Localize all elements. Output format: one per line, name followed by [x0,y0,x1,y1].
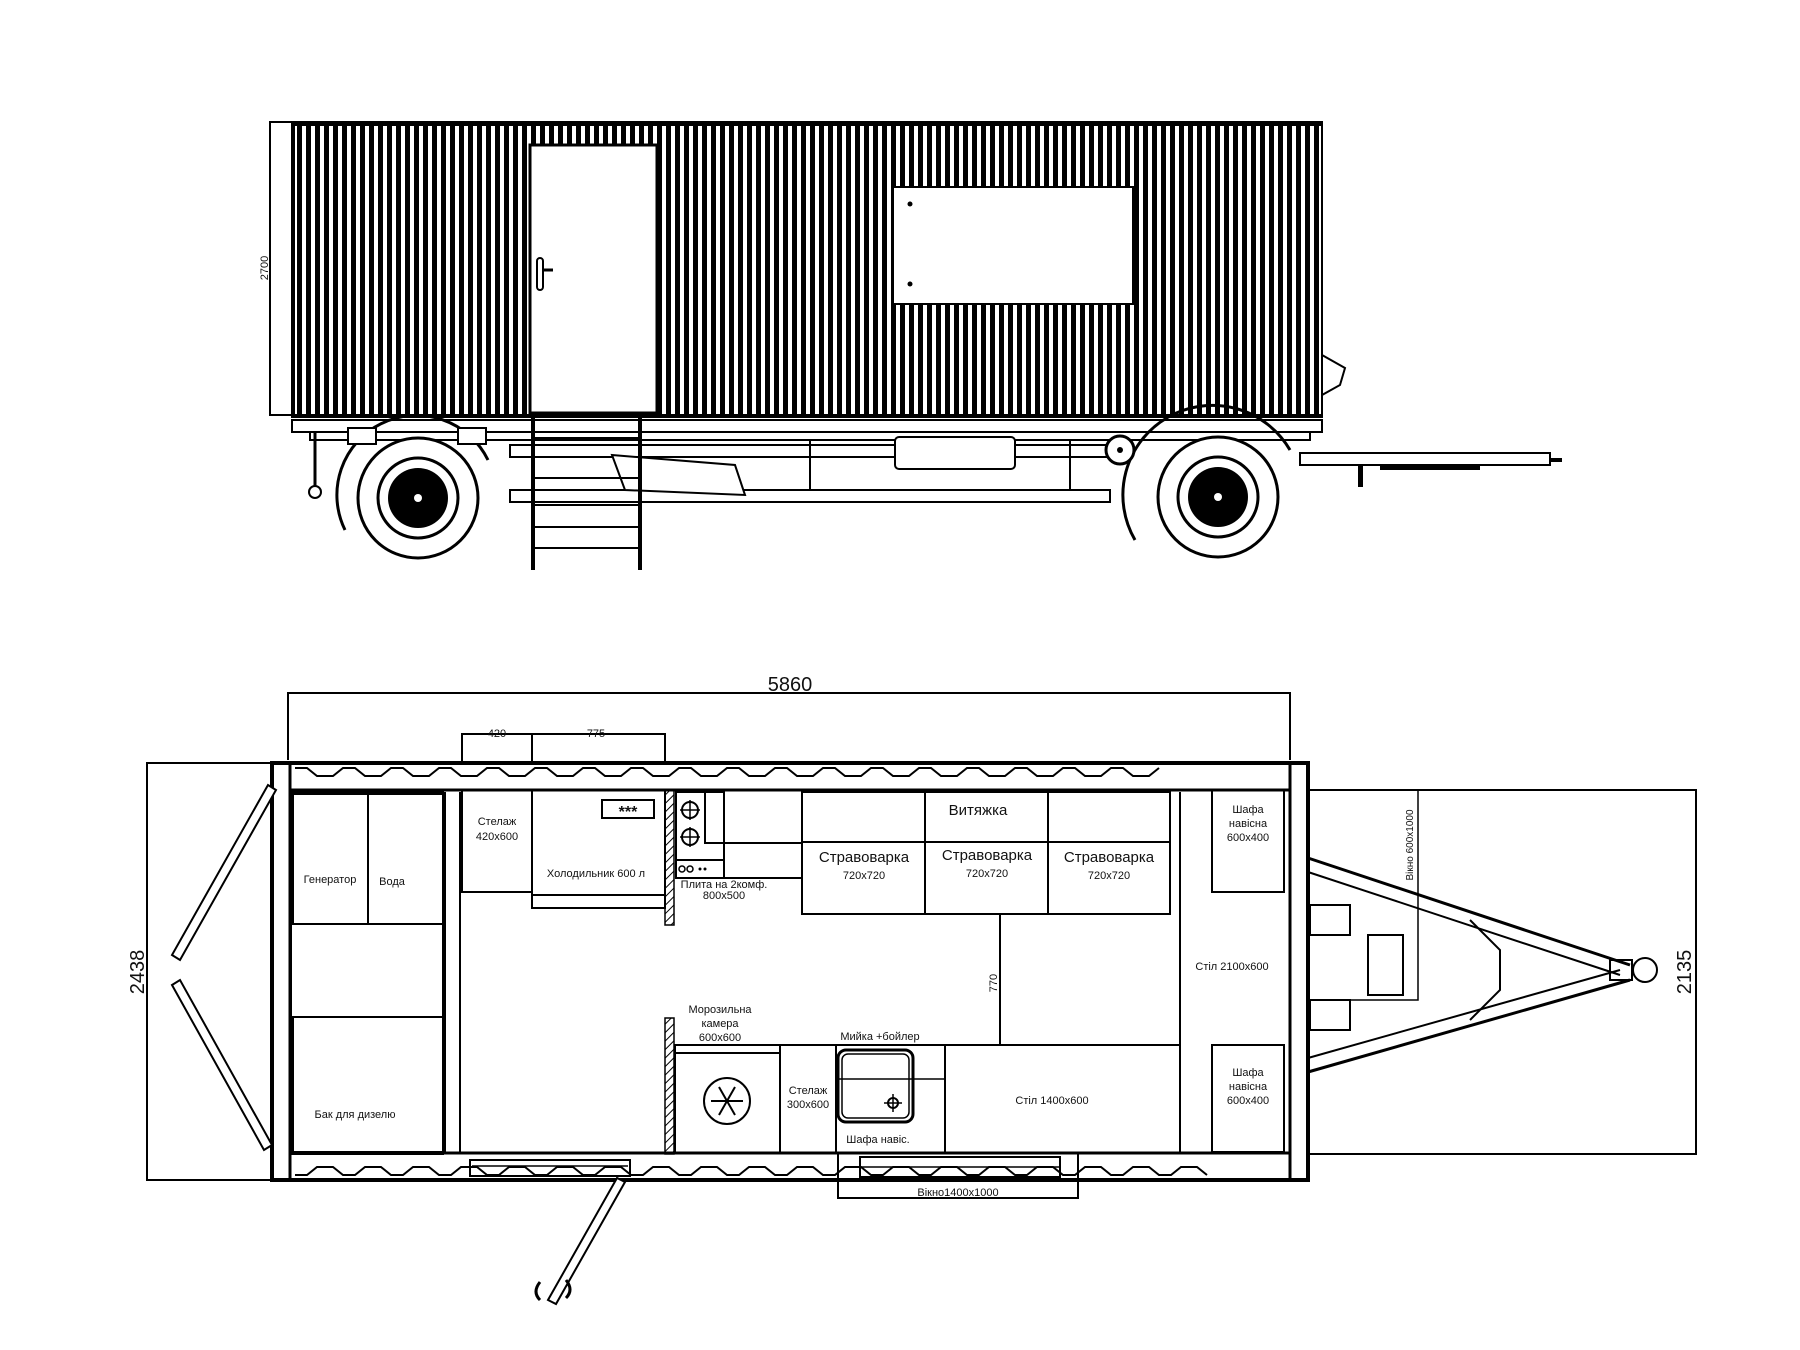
cabinet-top-label: навісна [1229,818,1268,830]
container-body [291,121,1323,418]
shelf-dim-label: 420 [488,728,506,740]
front-window-label: Вікно 600х1000 [1405,809,1416,880]
stove-size: 800х500 [703,890,745,902]
diesel-tank-box [292,1016,444,1153]
generator-label: Генератор [304,874,357,886]
container-outline [270,761,1310,1182]
cooker-2-size: 720х720 [966,868,1008,880]
drawbar-plan: Вікно 600х1000 [1307,789,1658,1074]
diesel-tank-label: Бак для дизелю [315,1109,396,1121]
hood-label: Витяжка [949,802,1008,819]
left-width-label: 2438 [127,950,149,995]
length-dim-label: 5860 [768,674,813,696]
burner-icon [680,827,700,847]
right-width-label: 2135 [1674,950,1696,995]
table-bottom: Стіл 1400х600 [944,1044,1181,1154]
corrugated-wall-bottom [295,1166,1208,1176]
partition-wall-bottom [664,1017,675,1155]
freezer-stars-icon [601,799,655,819]
cabinet-bottom-label: навісна [1229,1081,1268,1093]
cooker-1-size: 720х720 [843,870,885,882]
bottom-window-label: Вікно1400х1000 [917,1187,998,1199]
entry-door-plan [469,1159,631,1306]
water-box [367,793,444,925]
cabinet-bottom-size: 600х400 [1227,1095,1269,1107]
generator-box [292,793,369,925]
freezer-size: 600х600 [699,1032,741,1044]
partition-wall-top [664,789,675,926]
drawbar [1299,452,1562,487]
corrugated-wall-top [295,767,1160,777]
shelf-top-label: Стелаж [478,816,517,828]
side-window [892,186,1134,305]
fridge-stars-text: *** [619,804,638,821]
shelf-bottom-size: 300х600 [787,1099,829,1111]
chassis [291,419,1323,503]
right-width-box [1307,789,1697,1155]
stove-label: Плита на 2комф. [681,879,768,891]
rear-wheel [308,413,490,560]
aisle-dim-label: 770 [988,974,1000,992]
rear-doors [170,783,278,1152]
table-right-label: Стіл 2100х600 [1195,961,1268,973]
drain-icon [884,1094,902,1112]
stove: Плита на 2комф. 800х500 [675,791,802,902]
entry-door [528,143,659,415]
water-label: Вода [379,876,406,888]
front-wheel [1104,403,1292,559]
burner-icon [680,800,700,820]
freezer-label: камера [701,1018,739,1030]
bottom-window: Вікно1400х1000 [837,1152,1079,1199]
freezer: Морозильна камера 600х600 [674,1004,781,1154]
shelf-bottom-label: Стелаж [789,1085,828,1097]
utility-compartment: Генератор Вода Бак для дизелю [290,791,461,1155]
side-view: 2700 [259,121,1562,570]
shelf-top: Стелаж 420х600 [461,789,533,893]
cooker-2-label: Стравоварка [942,847,1033,864]
sink: Мийка +бойлер Шафа навіс. [835,1031,946,1154]
cooker-3-size: 720х720 [1088,870,1130,882]
entry-ladder [531,418,642,570]
cooking-line: Витяжка Стравоварка 720х720 Стравоварка … [801,791,1171,915]
fridge-label: Холодильник 600 л [547,868,645,880]
fridge-dim-label: 775 [587,728,605,740]
cabinet-bottom-label: Шафа [1232,1067,1264,1079]
sink-label: Мийка +бойлер [840,1031,919,1043]
cabinet-top-size: 600х400 [1227,832,1269,844]
table-bottom-label: Стіл 1400х600 [1015,1095,1088,1107]
wall-cabinet-top: Шафа навісна 600х400 [1211,789,1285,893]
tow-eye-icon [1632,957,1658,983]
fridge: *** Холодильник 600 л [531,789,666,909]
plan-view: 5860 420 775 2438 2135 Генера [127,674,1697,1306]
length-dimension: 5860 [287,674,1291,760]
height-dimension: 2700 [259,121,295,416]
sink-cabinet-label: Шафа навіс. [846,1134,909,1146]
shelf-top-size: 420х600 [476,831,518,843]
cooker-3-label: Стравоварка [1064,849,1155,866]
snowflake-icon [703,1077,751,1125]
shelf-bottom: Стелаж 300х600 [779,1044,837,1154]
cooker-1-label: Стравоварка [819,849,910,866]
freezer-label: Морозильна [688,1004,752,1016]
wall-cabinet-bottom: Шафа навісна 600х400 [1211,1044,1285,1153]
height-dim-label: 2700 [259,256,271,280]
cabinet-top-label: Шафа [1232,804,1264,816]
